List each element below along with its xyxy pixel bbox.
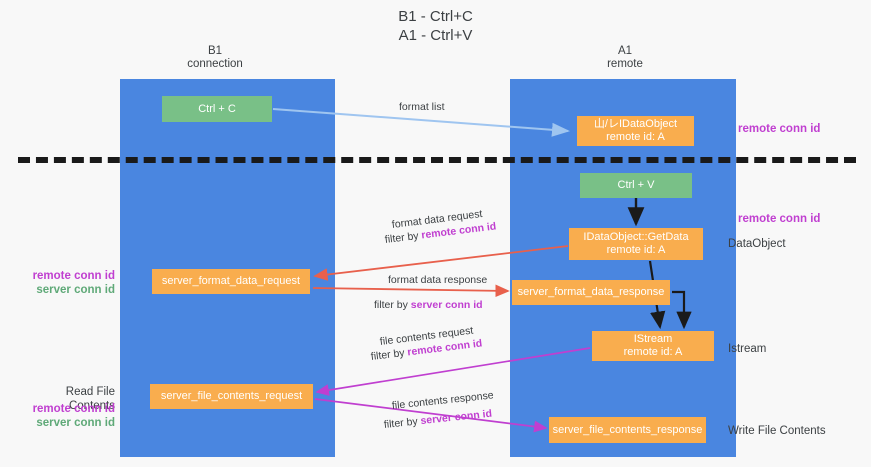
title-line-2: A1 - Ctrl+V: [398, 27, 473, 44]
box-getdata-line1: IDataObject::GetData: [583, 231, 689, 243]
side-label-read-file-contents: Read File Contents: [65, 386, 115, 412]
filter-key-server-conn-id: server conn id: [419, 407, 493, 428]
filter-prefix: filter by: [383, 415, 422, 431]
side-label-left-conn-ids-top: remote conn id server conn id: [20, 269, 115, 297]
column-header-b1: B1 connection: [150, 45, 280, 71]
box-istream-line1: IStream: [633, 333, 673, 345]
left-server-conn-id-2: server conn id: [36, 417, 115, 429]
filter-prefix: filter by: [370, 346, 409, 363]
side-label-write-file-contents: Write File Contents: [728, 425, 826, 437]
column-header-a1: A1 remote: [550, 45, 700, 71]
column-b1-name: B1: [207, 45, 223, 57]
column-a1-role: remote: [607, 58, 643, 70]
side-label-remote-conn-id-top: remote conn id: [738, 123, 821, 135]
edge-label-format-list: format list: [399, 101, 445, 113]
box-server-format-data-request[interactable]: server_format_data_request: [152, 269, 310, 294]
side-label-remote-conn-id-mid: remote conn id: [738, 213, 821, 225]
left-server-conn-id: server conn id: [36, 284, 115, 296]
left-remote-conn-id-2: remote conn id: [32, 403, 115, 415]
box-getdata-line2: remote id: A: [606, 244, 666, 256]
edge-label-format-data-response-filter: filter by server conn id: [374, 299, 483, 312]
box-idataobject-line1: 山/レIDataObject: [593, 118, 678, 130]
page-title: B1 - Ctrl+C A1 - Ctrl+V: [0, 7, 871, 45]
box-server-format-data-request-label: server_format_data_request: [161, 275, 301, 287]
filter-key-server-conn-id: server conn id: [410, 299, 483, 311]
box-server-format-data-response-label: server_format_data_response: [517, 286, 665, 298]
side-label-dataobject: DataObject: [728, 238, 786, 250]
box-idataobject[interactable]: 山/レIDataObject remote id: A: [577, 116, 694, 146]
box-ctrl-v-label: Ctrl + V: [617, 179, 655, 191]
box-istream[interactable]: IStream remote id: A: [592, 331, 714, 361]
side-label-istream: Istream: [728, 343, 767, 355]
box-server-file-contents-response-label: server_file_contents_response: [552, 423, 703, 436]
section-divider: [18, 157, 856, 163]
box-ctrl-c[interactable]: Ctrl + C: [162, 96, 272, 122]
box-ctrl-c-label: Ctrl + C: [198, 102, 236, 115]
edge-label-format-data-response: format data response: [388, 274, 488, 286]
filter-prefix: filter by: [384, 229, 423, 246]
arrow-format-data-response: [312, 284, 510, 298]
column-b1-role: connection: [187, 58, 243, 70]
box-idataobject-line2: remote id: A: [606, 131, 665, 143]
column-a1-name: A1: [617, 45, 633, 57]
box-server-format-data-response[interactable]: server_format_data_response: [512, 280, 670, 305]
box-server-file-contents-request-label: server_file_contents_request: [160, 390, 303, 402]
box-server-file-contents-response[interactable]: server_file_contents_response: [549, 417, 706, 443]
filter-prefix: filter by: [374, 299, 411, 311]
box-server-file-contents-request[interactable]: server_file_contents_request: [150, 384, 313, 409]
title-line-1: B1 - Ctrl+C: [398, 8, 473, 25]
box-idataobject-getdata[interactable]: IDataObject::GetData remote id: A: [569, 228, 703, 260]
left-remote-conn-id: remote conn id: [32, 270, 115, 282]
box-ctrl-v[interactable]: Ctrl + V: [580, 173, 692, 198]
side-label-left-conn-ids-bottom: remote conn id server conn id: [20, 402, 115, 430]
box-istream-line2: remote id: A: [623, 346, 683, 358]
